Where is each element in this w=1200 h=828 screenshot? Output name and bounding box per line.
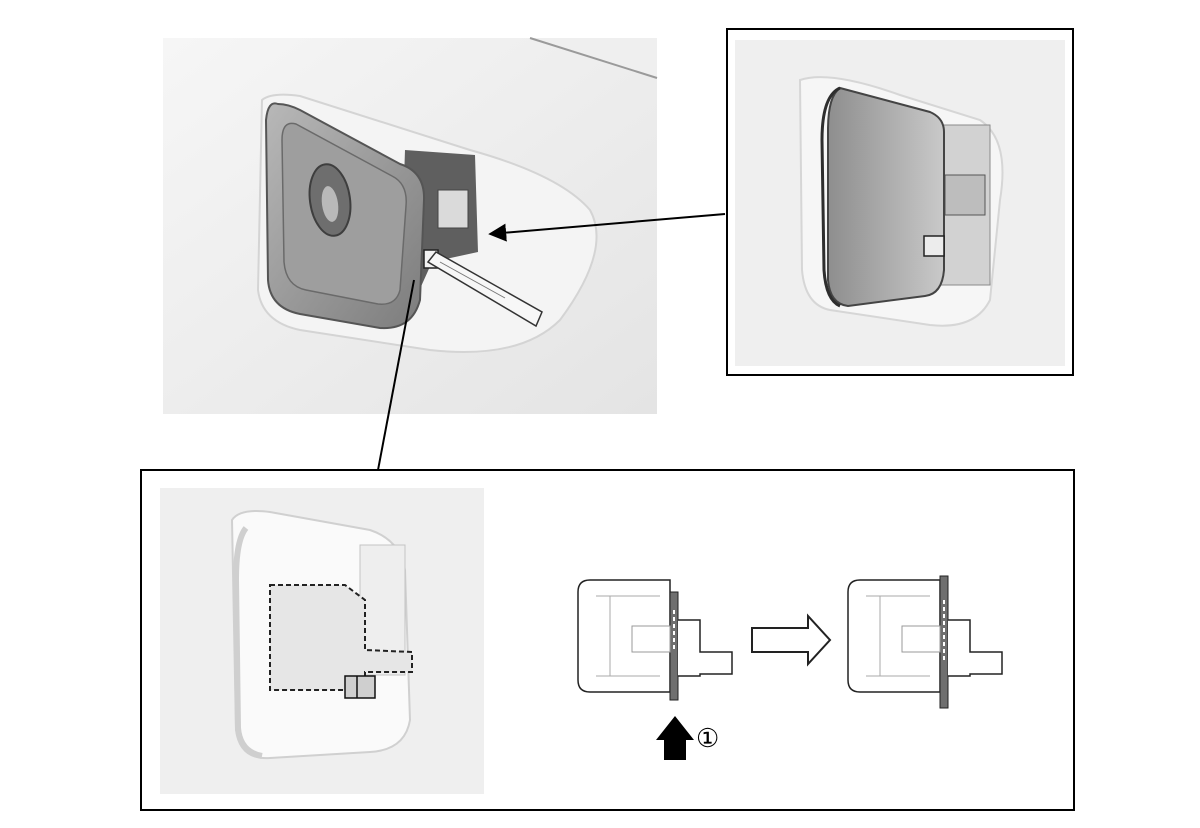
main-view	[163, 37, 658, 414]
screwdriver-shading	[439, 261, 506, 299]
detail-tab	[923, 235, 945, 257]
body-edge-line	[529, 37, 658, 79]
after-body	[847, 579, 941, 693]
housing-window	[437, 189, 469, 229]
after-inner-slot	[901, 625, 941, 653]
push-up-arrow	[656, 716, 694, 760]
detail-cover	[827, 86, 945, 308]
hidden-switch-outline	[269, 584, 413, 691]
detail-connector	[944, 174, 986, 216]
detail-view	[726, 28, 1074, 376]
after-plug	[948, 619, 1003, 677]
transition-arrow	[751, 613, 832, 667]
inset-tab	[344, 675, 376, 699]
key-slot	[321, 186, 339, 222]
before-state	[577, 579, 733, 760]
inset-cover-edge	[232, 526, 263, 759]
detail-cover-edge	[820, 86, 841, 308]
leader-to-inset	[377, 279, 415, 471]
after-body-lines	[866, 595, 930, 677]
step-callout-1: ①	[696, 724, 720, 754]
before-plug	[678, 619, 733, 677]
inset-view	[160, 488, 484, 794]
before-body-lines	[596, 595, 660, 677]
arrow-to-detail	[488, 213, 726, 242]
screwdriver-tip	[426, 251, 543, 328]
after-state	[847, 575, 1003, 709]
before-body	[577, 579, 671, 693]
before-inner-slot	[631, 625, 671, 653]
